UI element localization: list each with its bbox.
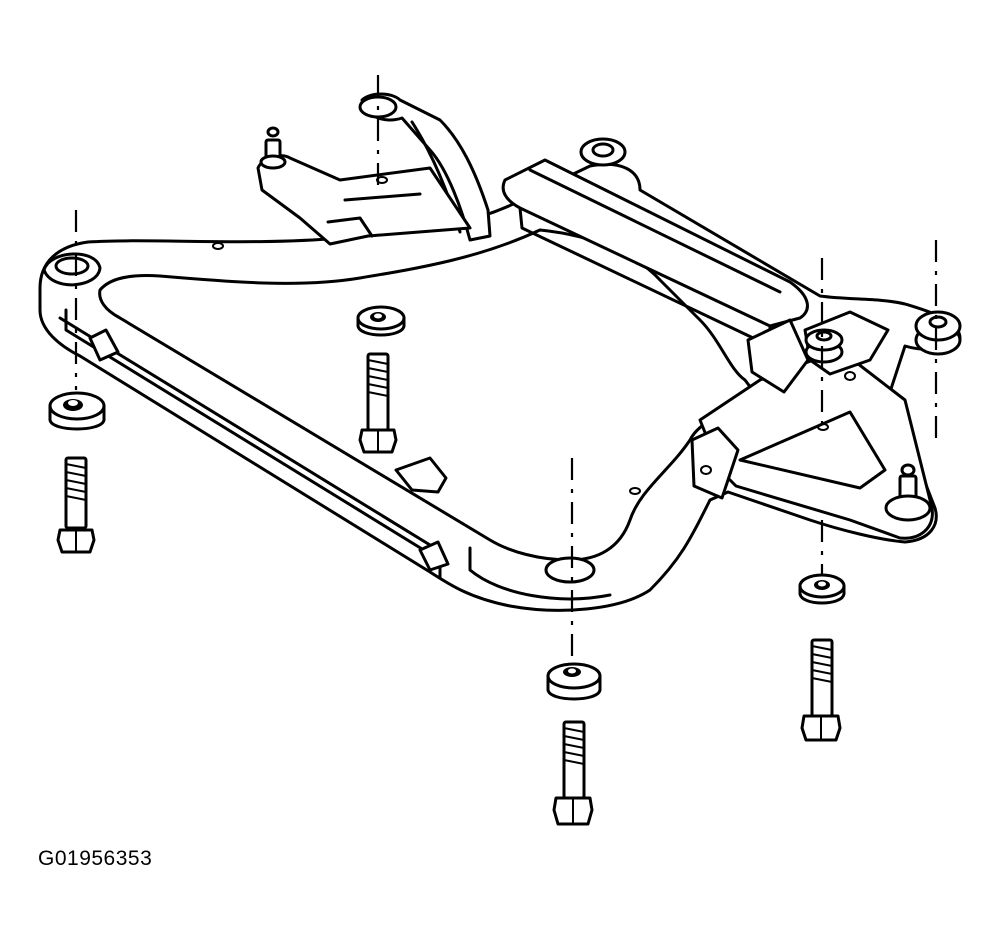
figure-id-label: G01956353 [38, 847, 153, 870]
bolt-icon [552, 720, 594, 826]
rear-tube-ridge [528, 168, 782, 294]
frame-hole [629, 487, 641, 495]
right-control-arm [698, 348, 934, 540]
bushing-icon [48, 391, 106, 431]
front-beam-top-edge [58, 316, 432, 547]
front-tab-right [418, 540, 450, 572]
crossmember-frame [38, 92, 962, 612]
alignment-lines [74, 75, 938, 660]
frame-hole [844, 371, 856, 381]
bushing-icon [798, 573, 846, 605]
center-bracket [394, 456, 448, 494]
mounting-bolt [552, 720, 594, 826]
front-beam-corner-lower [468, 546, 612, 601]
bolt-icon [358, 352, 398, 454]
right-ball-joint [884, 463, 932, 522]
front-tab-left [88, 328, 120, 362]
right-rear-block [746, 318, 810, 394]
insulator-bushing [48, 391, 106, 431]
left-ball-joint [259, 126, 287, 170]
right-top-mount-bushing [804, 328, 844, 364]
right-rear-mount-bushing [914, 310, 962, 356]
bolt-icon [800, 638, 842, 742]
left-mount-hole [54, 256, 90, 276]
frame-hole [700, 465, 712, 475]
bushing-icon [546, 662, 602, 701]
insulator-bushing [356, 305, 406, 337]
rear-tube [501, 158, 809, 328]
insulator-bushing [798, 573, 846, 605]
bushing-icon [356, 305, 406, 337]
mounting-bolt [358, 352, 398, 454]
insulator-bushing [546, 662, 602, 701]
frame-hole [212, 242, 224, 250]
right-front-bracket [690, 426, 740, 500]
front-mount-hole [544, 556, 596, 584]
rear-tube-bushing-hole [591, 142, 615, 158]
left-control-arm-detail [326, 192, 422, 238]
mounting-bolt [800, 638, 842, 742]
mounting-bolt [56, 456, 96, 554]
right-control-arm-inner [738, 410, 887, 490]
bolt-icon [56, 456, 96, 554]
